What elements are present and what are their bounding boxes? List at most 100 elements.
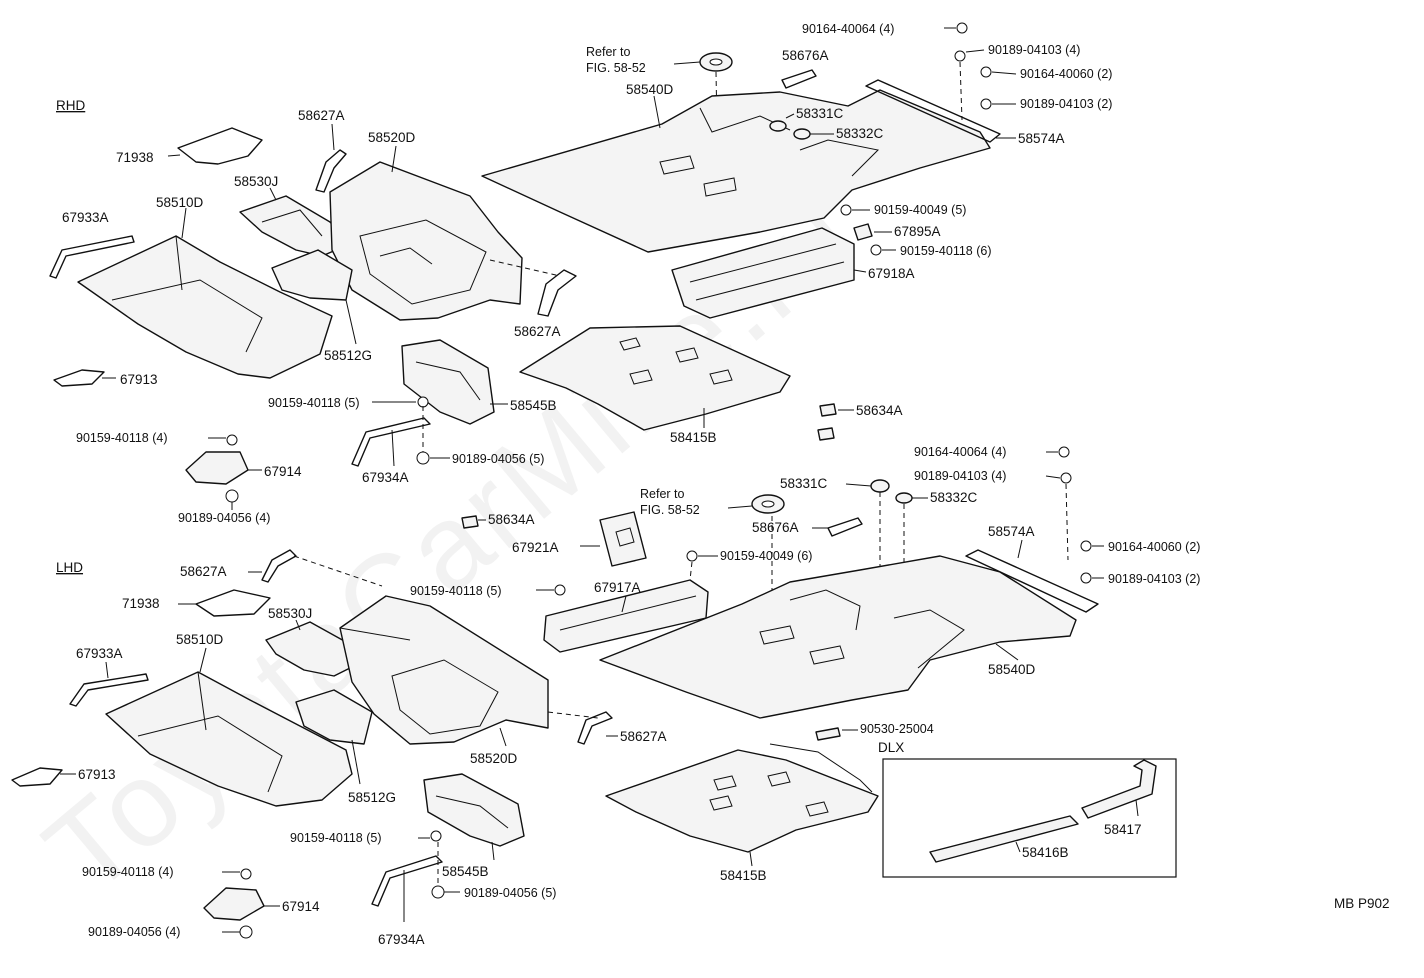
part-71938-rhd[interactable]	[177, 127, 263, 165]
part-58627A-rhd-top[interactable]	[315, 149, 347, 193]
label-58530J-rhd: 58530J	[234, 174, 278, 189]
label-58676A-lhd: 58676A	[752, 520, 799, 535]
label-58574A-rhd: 58574A	[1018, 131, 1065, 146]
part-58540D-rhd[interactable]	[481, 89, 991, 253]
label-58540D-lhd: 58540D	[988, 662, 1036, 677]
label-90159-40118-6-rhd: 90159-40118 (6)	[900, 244, 992, 258]
part-58415B-lhd[interactable]	[605, 749, 879, 853]
label-67933A-lhd: 67933A	[76, 646, 123, 661]
part-71938-lhd[interactable]	[195, 589, 271, 617]
part-67895A-rhd[interactable]	[853, 223, 873, 241]
label-58627A-lhd-top: 58627A	[180, 564, 227, 579]
part-67918A-rhd[interactable]	[671, 227, 855, 319]
label-58545B-lhd: 58545B	[442, 864, 489, 879]
label-58332C-lhd: 58332C	[930, 490, 978, 505]
label-90164-40060-2-rhd: 90164-40060 (2)	[1020, 67, 1112, 81]
label-67934A-rhd: 67934A	[362, 470, 409, 485]
part-58627A-lhd-top[interactable]	[261, 549, 297, 583]
part-90530-25004-lhd[interactable]	[815, 727, 841, 741]
part-58415B-rhd[interactable]	[519, 325, 791, 431]
label-58416B-dlx: 58416B	[1022, 845, 1069, 860]
label-90189-04056-5-lhd: 90189-04056 (5)	[464, 886, 556, 900]
label-58510D-lhd: 58510D	[176, 632, 224, 647]
part-58540D-lhd[interactable]	[599, 555, 1077, 719]
label-90189-04103-2-lhd: 90189-04103 (2)	[1108, 572, 1200, 586]
label-67914-lhd: 67914	[282, 899, 320, 914]
part-58332C-rhd[interactable]	[793, 128, 811, 140]
label-71938-lhd: 71938	[122, 596, 160, 611]
part-58512G-lhd[interactable]	[295, 689, 373, 745]
part-58520D-lhd[interactable]	[339, 595, 549, 745]
label-58634A-lhd: 58634A	[488, 512, 535, 527]
label-90189-04056-5-rhd: 90189-04056 (5)	[452, 452, 544, 466]
part-67933A-lhd[interactable]	[69, 673, 149, 707]
part-67914-rhd[interactable]	[185, 451, 249, 485]
part-58331C-lhd[interactable]	[870, 479, 890, 493]
label-90530-25004-lhd: 90530-25004	[860, 722, 934, 736]
part-58332C-lhd[interactable]	[895, 492, 913, 504]
label-90164-40064-4-lhd: 90164-40064 (4)	[914, 445, 1006, 459]
label-67921A-lhd: 67921A	[512, 540, 559, 555]
label-90189-04056-4-rhd: 90189-04056 (4)	[178, 511, 270, 525]
label-90159-40049-5-rhd: 90159-40049 (5)	[874, 203, 966, 217]
refer-to-rhd-line1: Refer to	[586, 45, 631, 59]
part-58417-dlx[interactable]	[1081, 759, 1157, 819]
part-58530J-lhd[interactable]	[265, 621, 359, 677]
part-58520D-rhd[interactable]	[329, 161, 523, 321]
label-58417-dlx: 58417	[1104, 822, 1142, 837]
label-90189-04103-2-rhd: 90189-04103 (2)	[1020, 97, 1112, 111]
label-58676A-rhd: 58676A	[782, 48, 829, 63]
label-90159-40118-4-lhd: 90159-40118 (4)	[82, 865, 174, 879]
part-58634A-rhd-a[interactable]	[819, 403, 837, 417]
part-67933A-rhd[interactable]	[49, 235, 135, 279]
label-58627A-lhd-right: 58627A	[620, 729, 667, 744]
part-58416B-dlx[interactable]	[929, 815, 1079, 863]
part-58676A-rhd[interactable]	[781, 69, 817, 89]
label-58331C-rhd: 58331C	[796, 106, 844, 121]
refer-to-rhd-line2: FIG. 58-52	[586, 61, 646, 75]
part-67913-rhd[interactable]	[53, 369, 105, 387]
section-label-lhd: LHD	[56, 560, 83, 575]
label-58627A-rhd-top: 58627A	[298, 108, 345, 123]
part-58510D-lhd[interactable]	[105, 671, 353, 807]
part-67913-lhd[interactable]	[11, 767, 63, 787]
part-67934A-rhd[interactable]	[351, 417, 431, 467]
refer-to-lhd-line2: FIG. 58-52	[640, 503, 700, 517]
part-58545B-lhd[interactable]	[423, 773, 525, 847]
part-67914-lhd[interactable]	[203, 887, 265, 921]
section-label-rhd: RHD	[56, 98, 85, 113]
label-90159-40118-5-lhd-lower: 90159-40118 (5)	[290, 831, 382, 845]
label-58627A-rhd-mid: 58627A	[514, 324, 561, 339]
label-67895A-rhd: 67895A	[894, 224, 941, 239]
label-58512G-rhd: 58512G	[324, 348, 372, 363]
part-58634A-rhd-b[interactable]	[817, 427, 835, 441]
label-90164-40060-2-lhd: 90164-40060 (2)	[1108, 540, 1200, 554]
label-67917A-lhd: 67917A	[594, 580, 641, 595]
label-58574A-lhd: 58574A	[988, 524, 1035, 539]
part-58676A-lhd[interactable]	[827, 517, 863, 537]
part-58627A-lhd-right[interactable]	[577, 711, 613, 745]
label-58520D-lhd: 58520D	[470, 751, 518, 766]
label-58512G-lhd: 58512G	[348, 790, 396, 805]
label-58415B-rhd: 58415B	[670, 430, 717, 445]
label-90164-40064-4-rhd: 90164-40064 (4)	[802, 22, 894, 36]
part-67921A-lhd[interactable]	[599, 511, 647, 567]
part-58634A-lhd[interactable]	[461, 515, 479, 529]
part-58331C-rhd[interactable]	[769, 120, 787, 132]
label-90159-40118-5-lhd-upper: 90159-40118 (5)	[410, 584, 502, 598]
part-67934A-lhd[interactable]	[371, 855, 443, 907]
label-67918A-rhd: 67918A	[868, 266, 915, 281]
part-58510D-rhd[interactable]	[77, 235, 333, 379]
label-90159-40049-6-lhd: 90159-40049 (6)	[720, 549, 812, 563]
label-67913-lhd: 67913	[78, 767, 116, 782]
label-67913-rhd: 67913	[120, 372, 158, 387]
label-90159-40118-5-rhd: 90159-40118 (5)	[268, 396, 360, 410]
part-58574A-rhd[interactable]	[865, 79, 1001, 143]
label-67934A-lhd: 67934A	[378, 932, 425, 947]
part-58545B-rhd[interactable]	[401, 339, 495, 425]
label-71938-rhd: 71938	[116, 150, 154, 165]
part-58627A-rhd-mid[interactable]	[537, 269, 577, 317]
part-58574A-lhd[interactable]	[965, 549, 1099, 613]
